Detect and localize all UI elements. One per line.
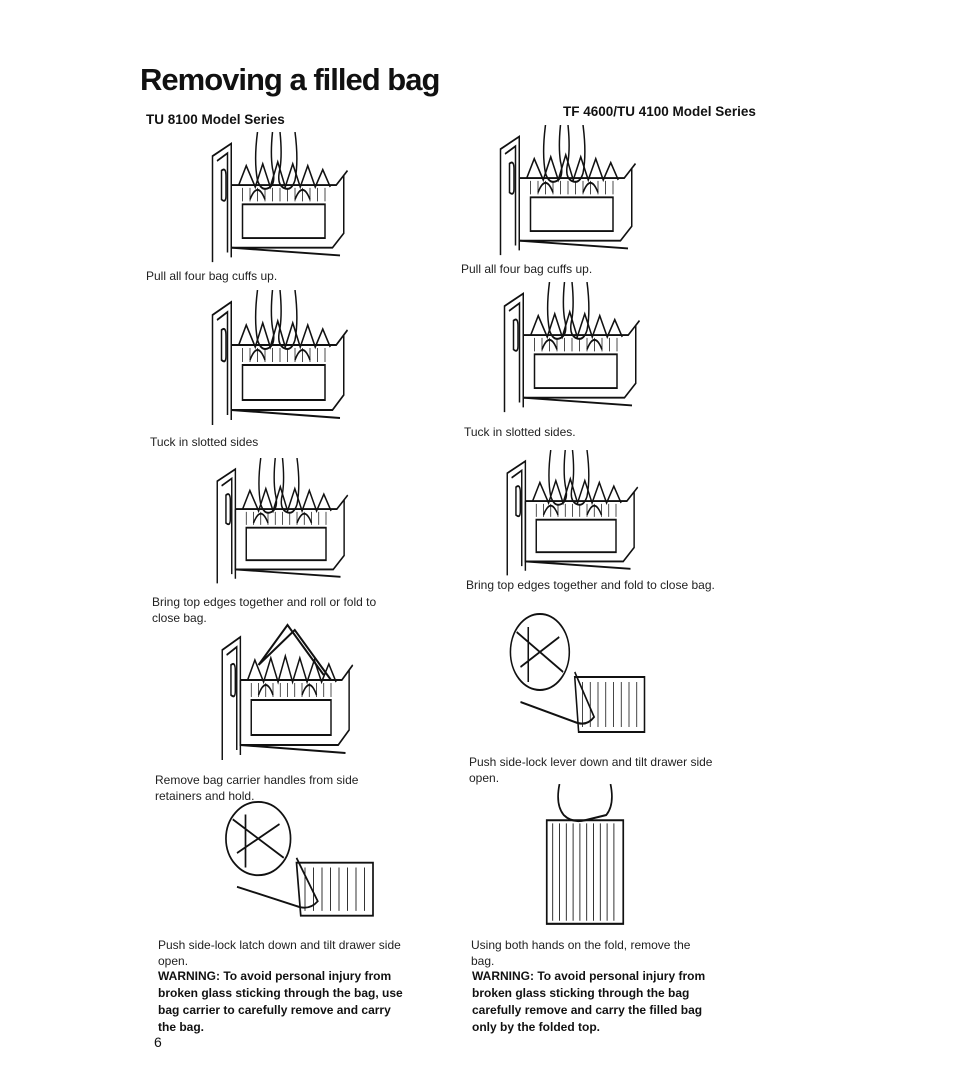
left-step-4-caption: Remove bag carrier handles from side ret…: [155, 773, 359, 803]
illustration-close-bag-left: [210, 458, 355, 588]
right-step-3-caption: Bring top edges together and fold to clo…: [466, 578, 715, 592]
illustration-side-lock-latch-left: [220, 800, 390, 935]
right-step-1-caption: Pull all four bag cuffs up.: [461, 262, 593, 276]
illustration-close-bag-right: [500, 450, 645, 580]
illustration-tuck-sides-left: [205, 290, 355, 430]
page-title: Removing a filled bag: [140, 62, 440, 97]
right-step-4-caption: Push side-lock lever down and tilt drawe…: [469, 755, 713, 785]
illustration-pull-cuffs-left: [205, 132, 355, 267]
illustration-tuck-sides-right: [497, 282, 647, 417]
left-series-heading: TU 8100 Model Series: [146, 112, 285, 127]
right-series-heading: TF 4600/TU 4100 Model Series: [563, 104, 756, 119]
right-step-2-caption: Tuck in slotted sides.: [464, 425, 576, 439]
left-step-2-caption: Tuck in slotted sides: [150, 435, 259, 449]
page-number: 6: [154, 1034, 162, 1050]
illustration-pull-cuffs-right: [493, 125, 643, 260]
illustration-remove-bag-right: [500, 784, 670, 929]
right-warning: WARNING: To avoid personal injury from b…: [472, 969, 706, 1034]
left-step-1-caption: Pull all four bag cuffs up.: [146, 269, 278, 283]
illustration-side-lock-lever-right: [505, 612, 660, 752]
left-warning: WARNING: To avoid personal injury from b…: [158, 969, 403, 1034]
left-step-3-caption: Bring top edges together and roll or fol…: [152, 595, 377, 625]
illustration-bag-carrier-left: [215, 625, 360, 765]
right-step-5-caption: Using both hands on the fold, remove the…: [471, 938, 691, 968]
left-step-5-caption: Push side-lock latch down and tilt drawe…: [158, 938, 401, 968]
